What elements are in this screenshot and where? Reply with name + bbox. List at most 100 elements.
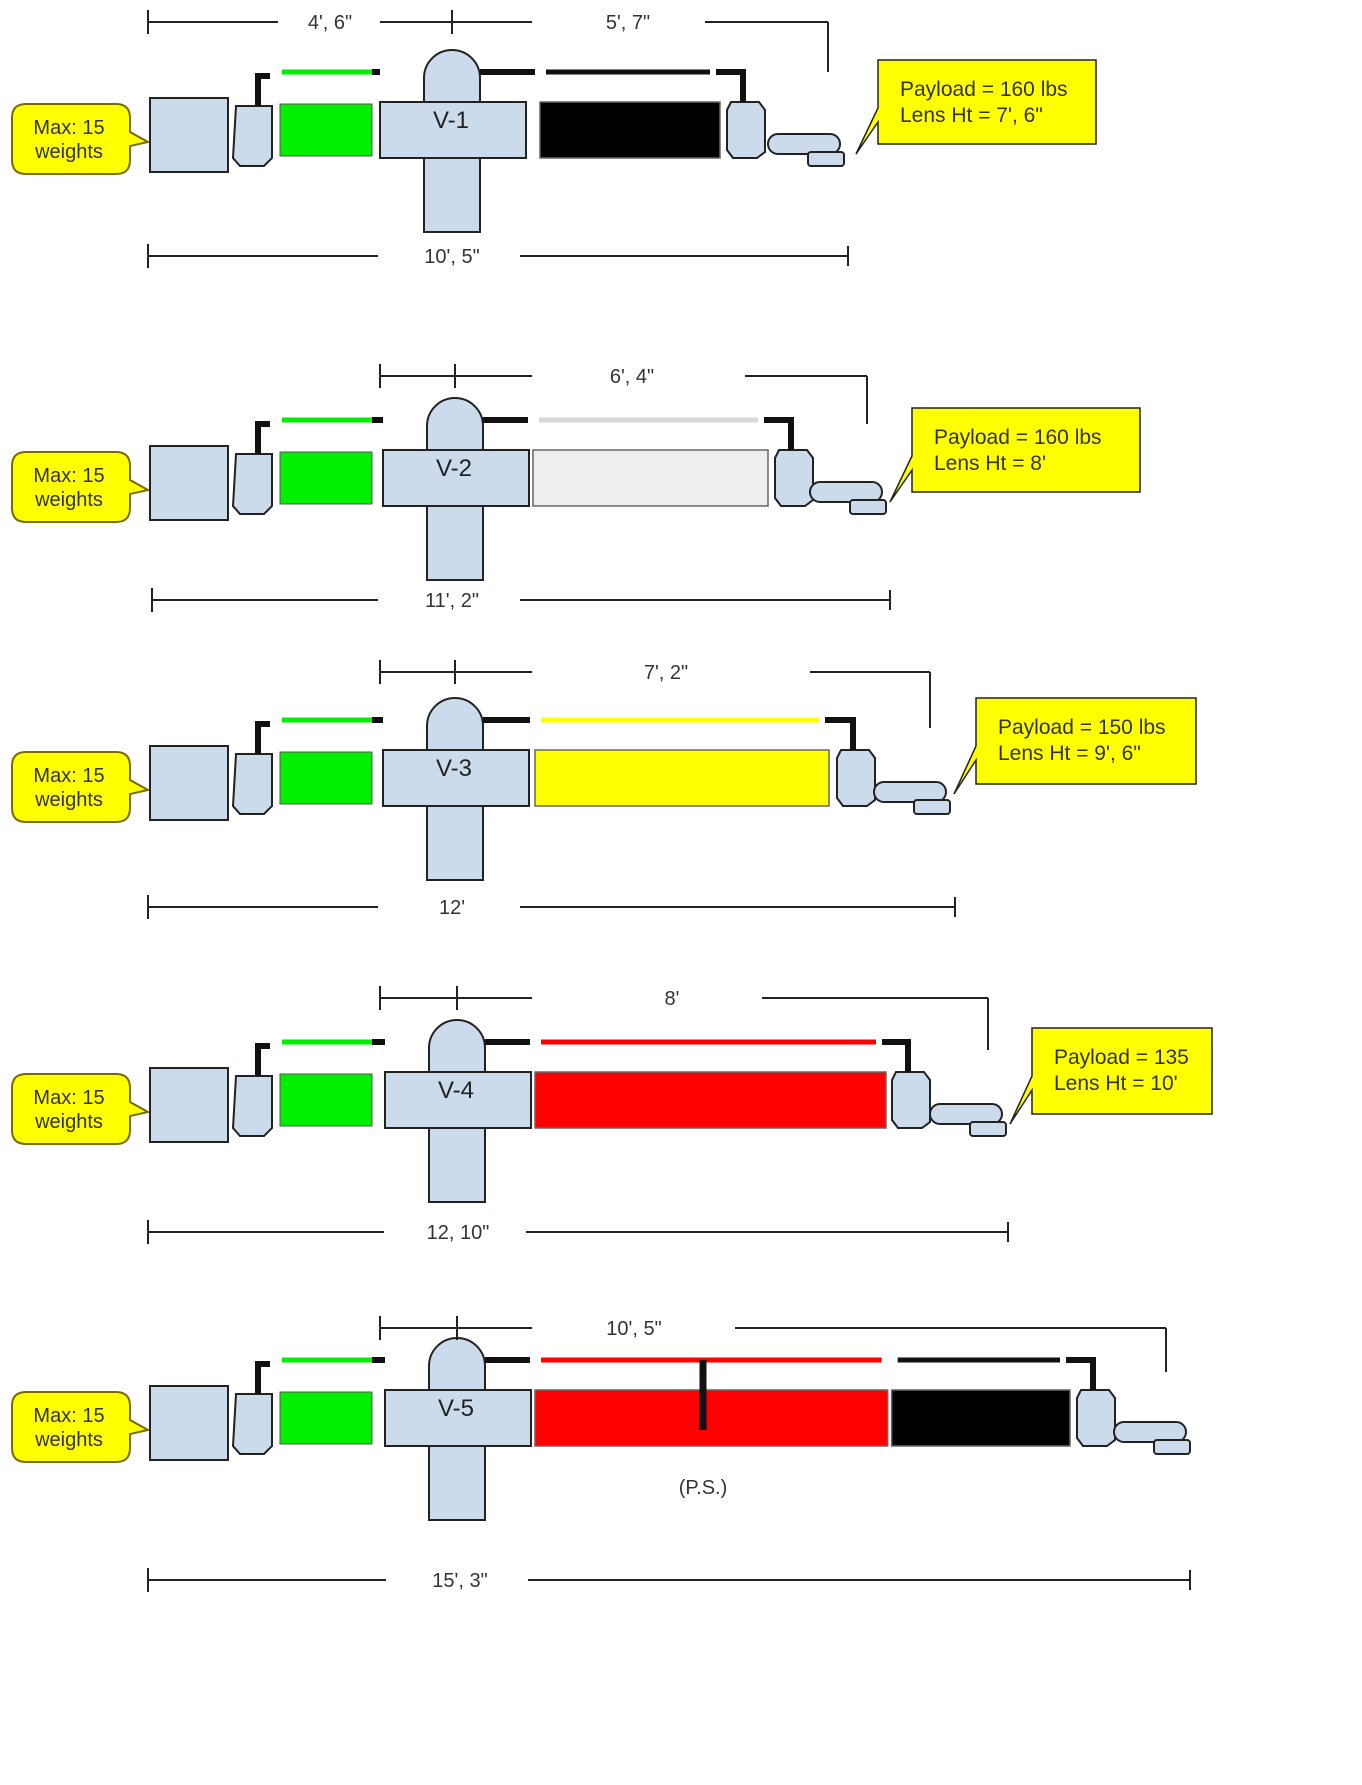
max-weights-label-line-2: weights [34,1429,103,1451]
rear-cable [255,1043,270,1076]
center-post-dome [423,49,481,103]
camera-lens [1153,1439,1191,1455]
head-pulley-block [726,101,766,159]
boom-segment-yellow [534,749,830,807]
counterweight-block [149,745,229,821]
camera-head-arm [929,1103,1003,1125]
center-post-leg [423,146,481,233]
boom-segment-light_gray [532,449,769,507]
top-dimension-label: 10', 5" [606,1318,661,1340]
lens-height-label: Lens Ht = 8' [934,452,1046,475]
camera-head-arm [873,781,947,803]
max-weights-label-line-1: Max: 15 [33,465,104,487]
rear-cable [255,421,270,454]
head-cable [825,717,856,750]
total-dimension-label: 11', 2" [425,590,479,612]
max-weights-label-line-1: Max: 15 [33,765,104,787]
total-dimension-label: 12, 10" [427,1222,490,1244]
green-section [279,451,373,505]
max-weights-callout [11,1391,151,1463]
rear-cable [255,1361,270,1394]
camera-lens [807,151,845,167]
rear-pulley-block [231,105,273,167]
max-weights-callout [11,103,151,175]
camera-lens [913,799,951,815]
rear-pulley-block [231,1075,273,1137]
max-weights-label-line-2: weights [34,1111,103,1133]
center-post-dome [426,397,484,451]
center-post-body [379,101,527,159]
max-weights-callout [11,451,151,523]
total-dimension-label: 12' [439,897,465,919]
center-post-body [384,1071,532,1129]
ps-note: (P.S.) [679,1477,728,1499]
center-post-leg [426,794,484,881]
payload-callout [1009,1027,1213,1125]
green-section [279,751,373,805]
center-post-body [384,1389,532,1447]
top-dimension-label: 5', 7" [606,12,650,34]
head-cable [882,1039,911,1072]
center-post-body [382,749,530,807]
max-weights-label-line-2: weights [34,141,103,163]
camera-head-arm [1113,1421,1187,1443]
center-post-dome [426,697,484,751]
green-section [279,103,373,157]
lens-height-label: Lens Ht = 9', 6" [998,742,1141,765]
center-post-leg [428,1116,486,1203]
camera-head-arm [809,481,883,503]
total-dimension-label: 10', 5" [424,246,479,268]
configuration-label: V-4 [438,1077,474,1104]
total-dimension-label: 15', 3" [432,1570,487,1592]
camera-head-arm [767,133,841,155]
configuration-label: V-5 [438,1395,474,1422]
boom-segment-black [539,101,721,159]
head-pulley-block [774,449,814,507]
boom-segment-black [890,1389,1071,1447]
boom-segment-red [534,1071,887,1129]
green-section [279,1073,373,1127]
payload-label: Payload = 160 lbs [900,78,1068,101]
head-pulley-block [1076,1389,1116,1447]
max-weights-label-line-1: Max: 15 [33,117,104,139]
max-weights-label-line-2: weights [34,789,103,811]
top-dimension-label: 4', 6" [308,12,352,34]
rear-pulley-block [231,753,273,815]
payload-callout [889,407,1141,503]
configuration-label: V-2 [436,455,472,482]
head-cable [764,417,794,450]
max-weights-label-line-2: weights [34,489,103,511]
rear-cable [255,721,270,754]
green-section [279,1391,373,1445]
center-post-dome [428,1337,486,1391]
center-post-leg [426,494,484,581]
top-dimension-label: 8' [665,988,680,1010]
counterweight-block [149,445,229,521]
center-post-leg [428,1434,486,1521]
counterweight-block [149,97,229,173]
lens-height-label: Lens Ht = 7', 6" [900,104,1043,127]
top-dimension-label: 6', 4" [610,366,654,388]
payload-label: Payload = 160 lbs [934,426,1102,449]
rear-pulley-block [231,453,273,515]
head-pulley-block [891,1071,931,1129]
head-pulley-block [836,749,876,807]
top-dimension-label: 7', 2" [644,662,688,684]
max-weights-label-line-1: Max: 15 [33,1405,104,1427]
rear-cable [255,73,270,106]
payload-label: Payload = 150 lbs [998,716,1166,739]
camera-lens [969,1121,1007,1137]
payload-callout [953,697,1197,795]
head-cable [716,69,746,102]
max-weights-callout [11,1073,151,1145]
configuration-label: V-3 [436,755,472,782]
camera-lens [849,499,887,515]
max-weights-label-line-1: Max: 15 [33,1087,104,1109]
counterweight-block [149,1385,229,1461]
lens-height-label: Lens Ht = 10' [1054,1072,1178,1095]
